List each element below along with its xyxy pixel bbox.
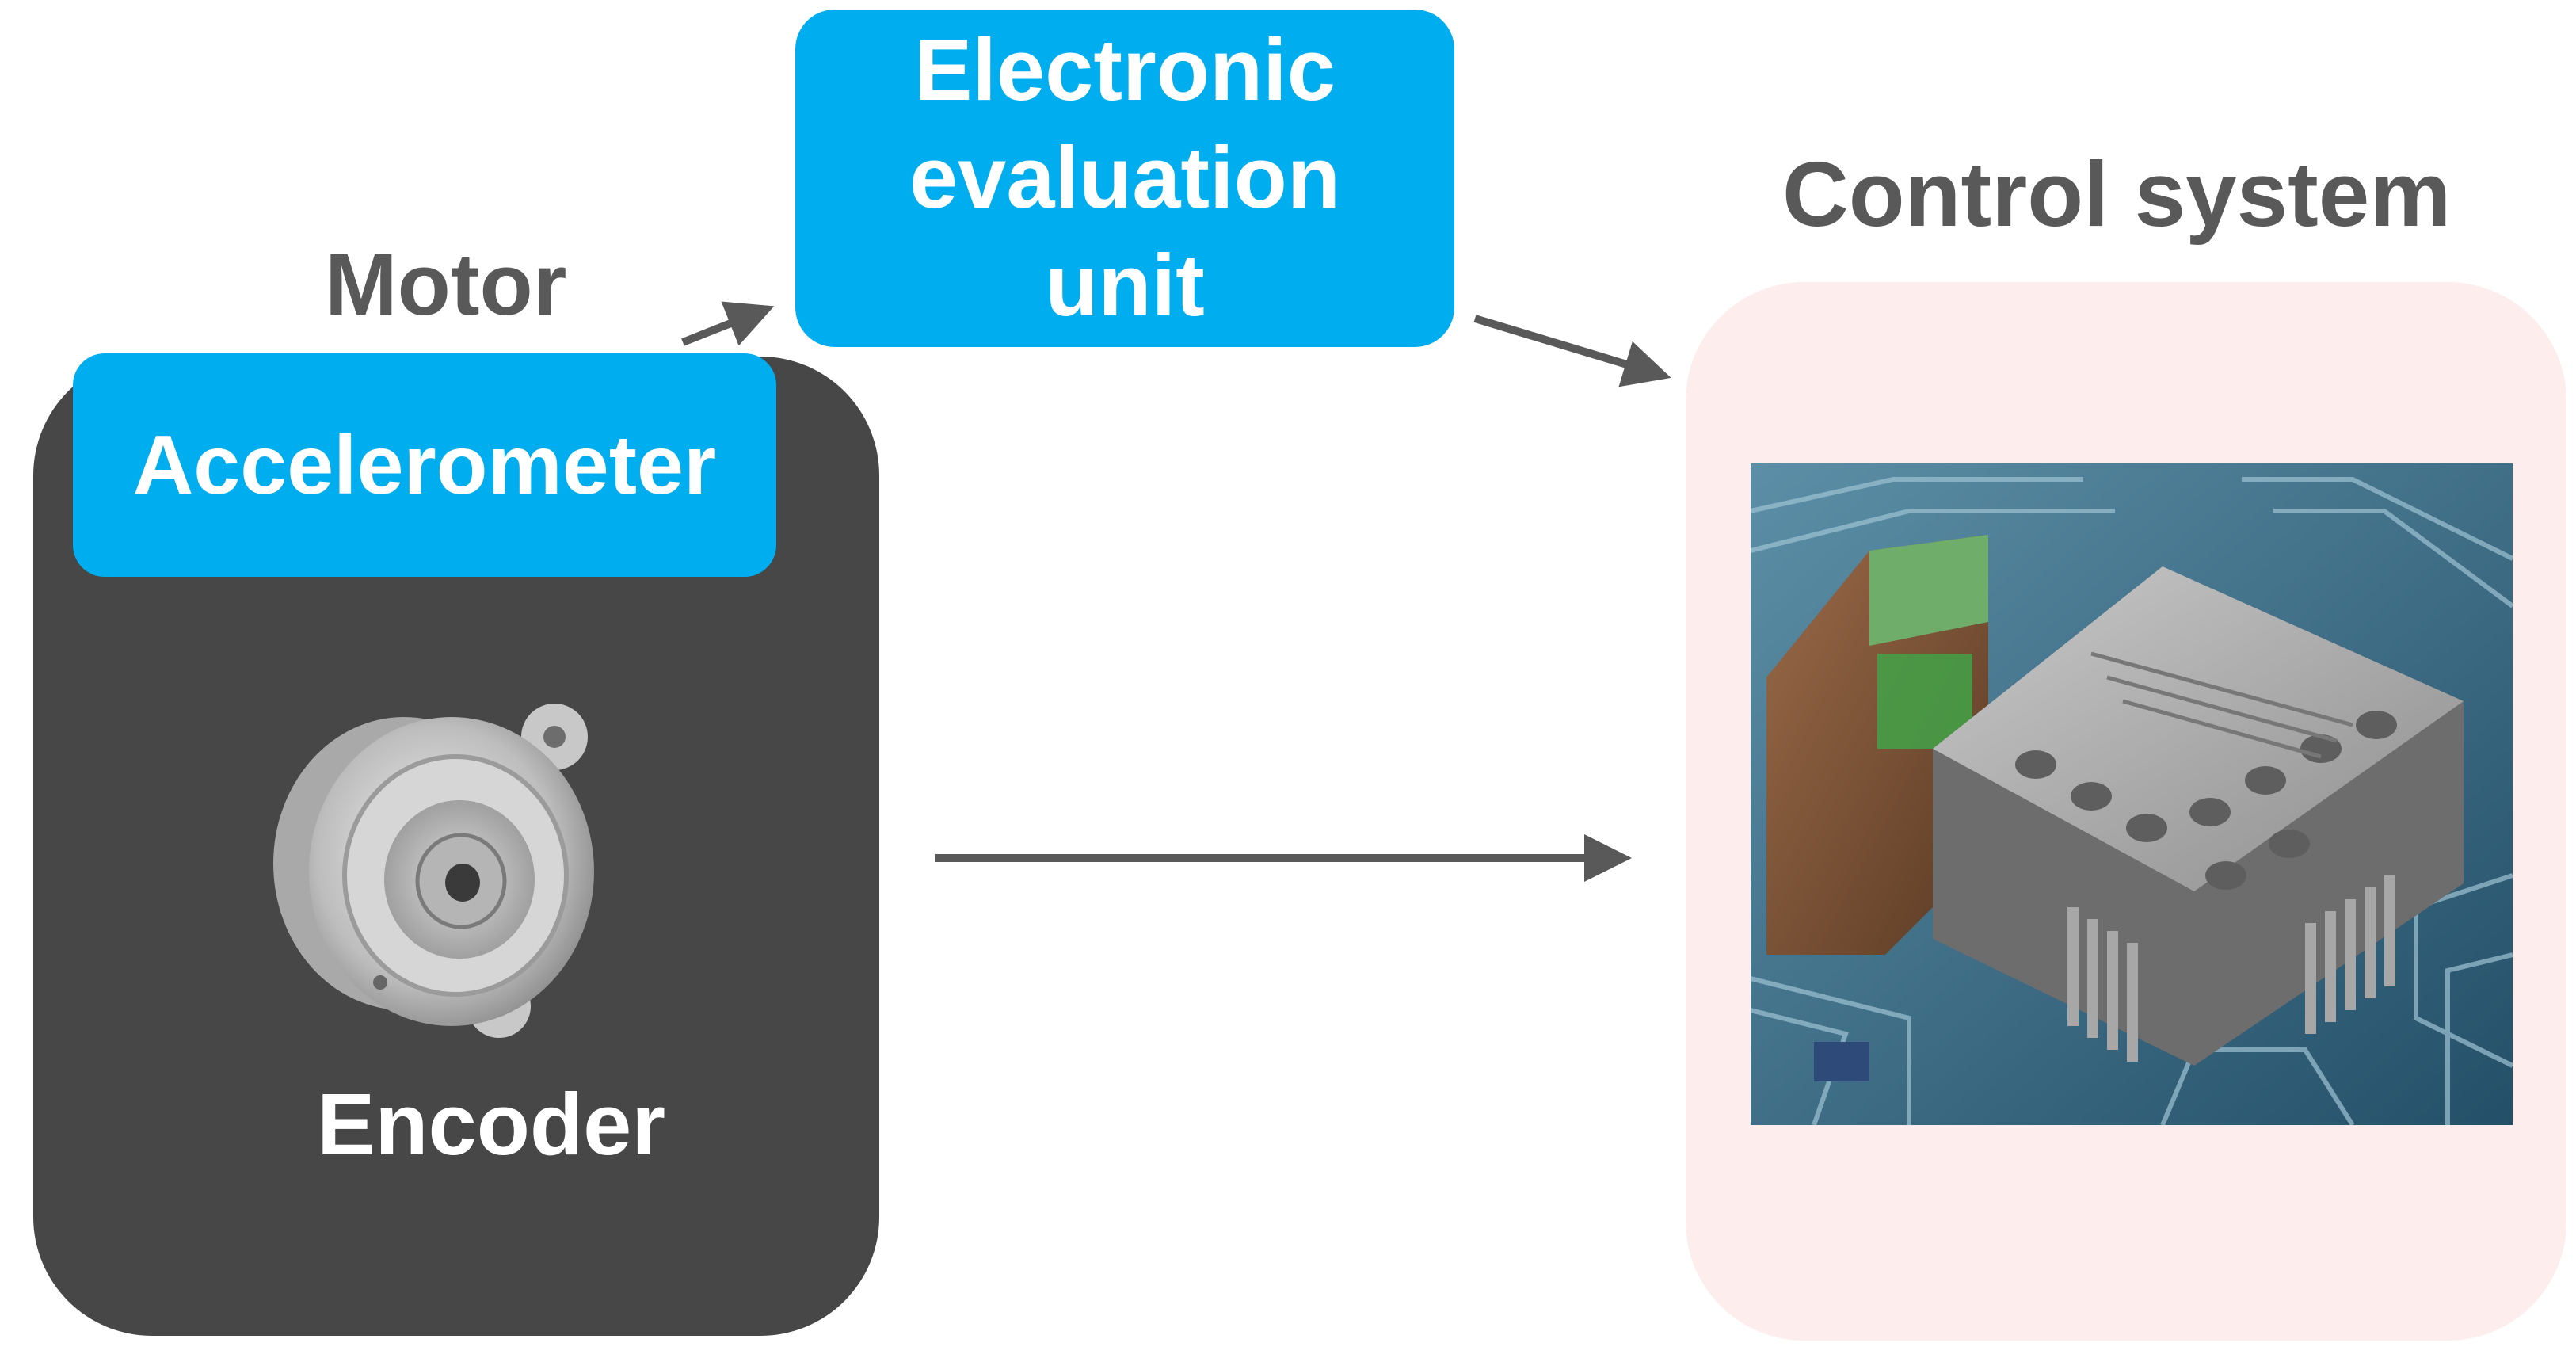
controller-chip-image: [1751, 463, 2513, 1125]
encoder-label: Encoder: [317, 1076, 666, 1173]
arrow-motor-to-evaluation: [681, 301, 775, 346]
accelerometer-box: Accelerometer: [73, 353, 776, 577]
arrow-evaluation-to-control: [1473, 315, 1671, 387]
motor-label: Motor: [325, 236, 567, 334]
evaluation-unit-box: Electronic evaluation unit: [795, 10, 1454, 347]
control-system-label: Control system: [1782, 143, 2452, 246]
rotary-encoder-icon: [273, 704, 594, 1038]
